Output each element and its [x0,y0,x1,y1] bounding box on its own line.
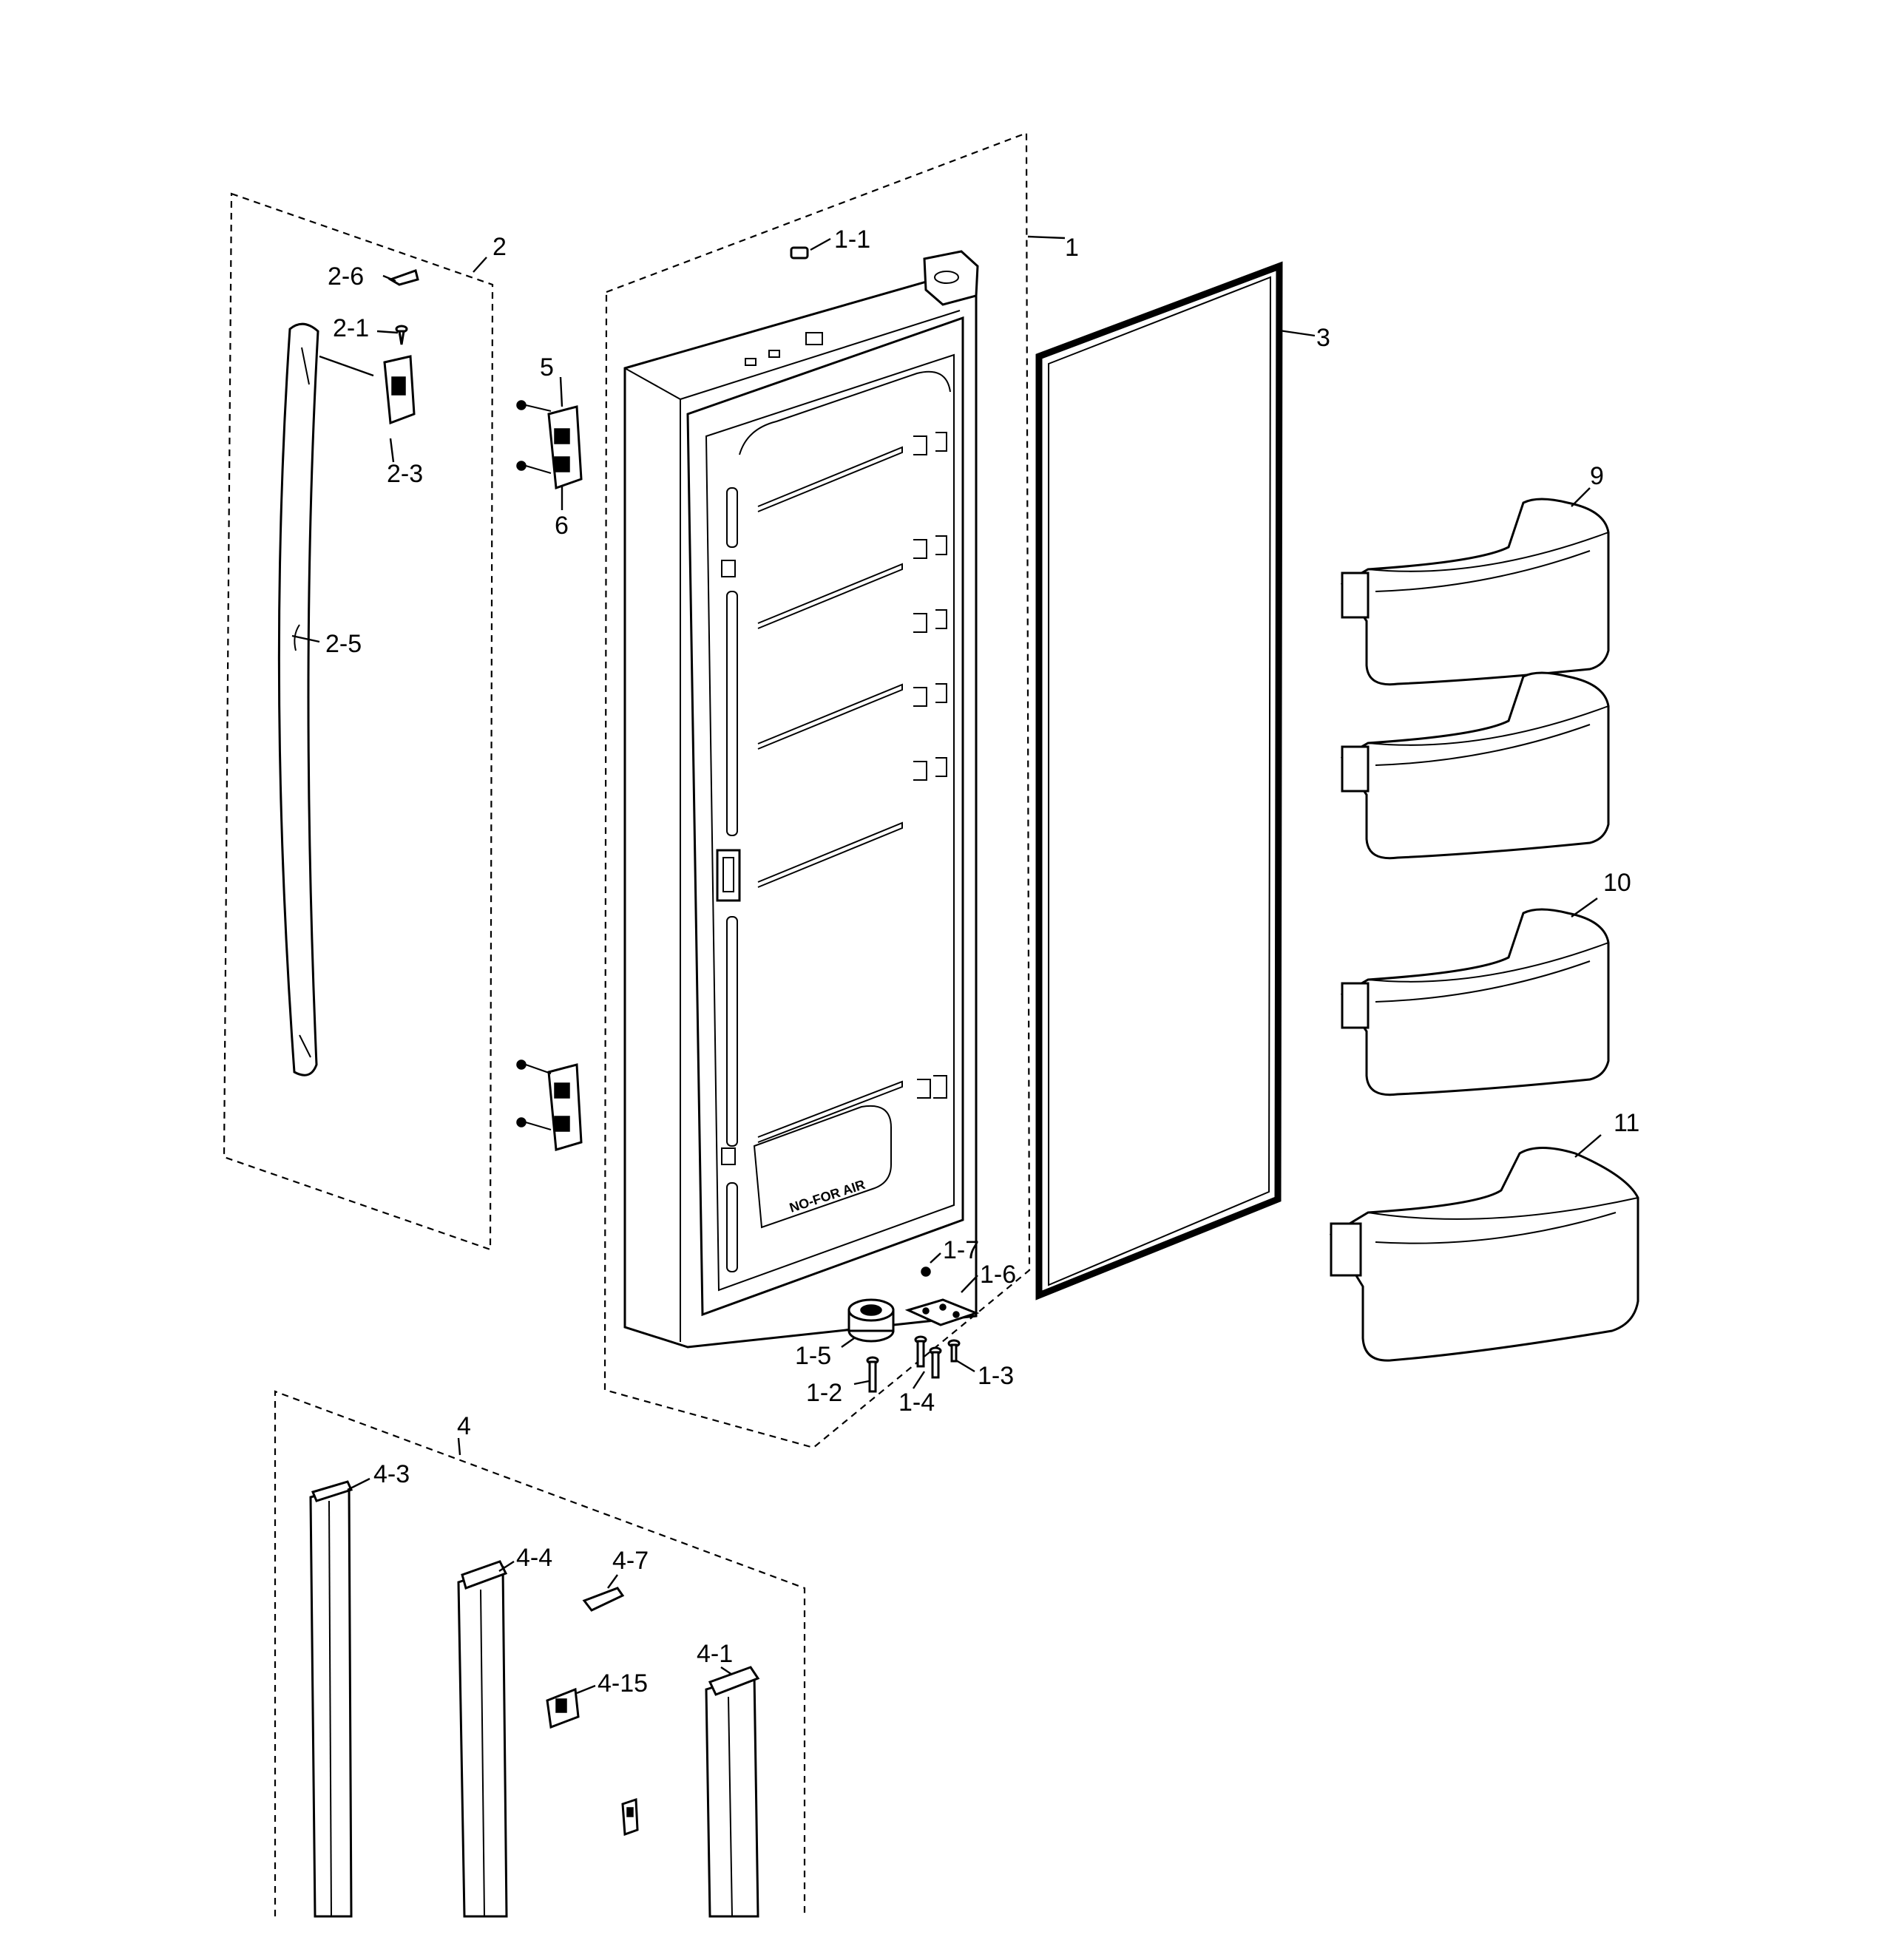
callout-6: 6 [555,512,569,540]
callout-4: 4 [457,1412,471,1440]
cap-1-1 [790,246,809,260]
callout-1: 1 [1065,234,1079,262]
group-outlines [223,132,1031,1916]
callout-11: 11 [1614,1109,1639,1137]
callout-1-4: 1-4 [898,1388,935,1417]
door-top-cap [923,250,979,306]
callout-1-7: 1-7 [943,1236,979,1264]
handle-assembly-outline [223,192,494,1251]
trim-strip-4-1 [705,1666,760,1918]
gasket-icon [1035,261,1283,1301]
clip-unlabeled [621,1797,639,1837]
liner-slots-left [716,487,741,1272]
callout-1-3: 1-3 [978,1362,1014,1390]
callout-3: 3 [1316,324,1330,352]
callout-1-1: 1-1 [834,225,870,254]
trim-assembly-outline [274,1390,806,1916]
screw-1-3 [947,1339,961,1363]
door-bin-11 [1329,1147,1639,1362]
door-assembly-outline [603,132,1031,1449]
callout-2-1: 2-1 [333,314,369,342]
callout-2: 2 [492,233,507,261]
callout-4-15: 4-15 [598,1669,648,1698]
hinge-icon [516,400,583,490]
callout-1-2: 1-2 [806,1379,842,1407]
door-bin-2 [1340,671,1610,860]
callout-4-1: 4-1 [697,1640,733,1668]
callout-2-5: 2-5 [325,630,362,658]
clip-4-7 [582,1587,625,1612]
callout-10: 10 [1603,869,1631,897]
trim-strip-4-4 [457,1560,508,1918]
callout-5: 5 [540,353,554,382]
callout-4-3: 4-3 [373,1460,410,1488]
door-panel: NO-FOR AIR [623,250,979,1349]
screw-icon [516,400,527,410]
callout-9: 9 [1590,462,1604,490]
door-bin-10 [1340,908,1610,1096]
bin-clip-brackets [913,432,947,1099]
leader-lines [291,235,1602,1695]
liner-bottom-panel [753,1105,892,1229]
hinge-plate-1-6 [904,1298,980,1326]
trim-strip-icon [309,1480,353,1918]
callout-2-6: 2-6 [328,262,364,291]
callout-2-3: 2-3 [387,460,423,488]
washer-1-7 [921,1266,931,1277]
callout-4-7: 4-7 [612,1547,649,1575]
hinge-bushing-1-5 [847,1298,895,1343]
callout-1-5: 1-5 [795,1342,831,1370]
callout-labels: 1 1-1 2 2-6 2-1 2-3 2-5 3 5 6 9 10 11 1-… [325,225,1639,1698]
screw-1-2 [866,1356,879,1393]
end-cap-2-6 [387,269,419,286]
clip-4-15 [546,1687,580,1729]
callout-4-4: 4-4 [516,1544,552,1572]
screw-1-4 [914,1335,942,1379]
callout-1-6: 1-6 [980,1261,1016,1289]
screw-2-1 [395,325,408,345]
door-bin-icon [1340,498,1610,686]
door-small-parts [790,246,980,1393]
handle-icon [277,269,419,1076]
lower-hinge [516,1059,583,1151]
shelf-rails [757,446,903,1143]
